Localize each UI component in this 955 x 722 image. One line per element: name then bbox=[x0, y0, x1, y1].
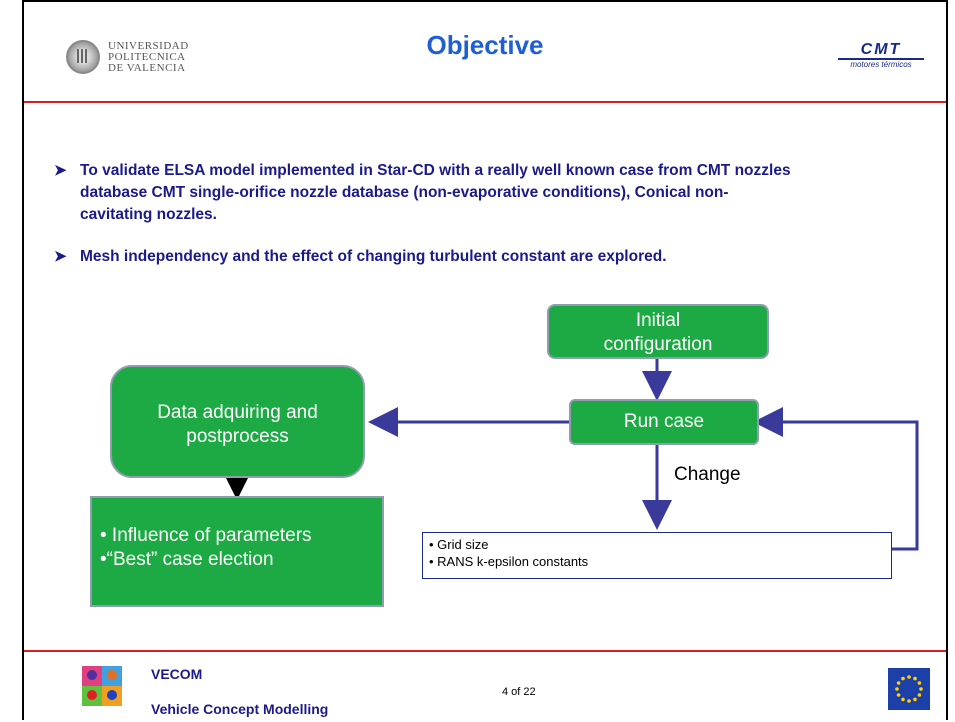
university-seal-icon bbox=[66, 40, 100, 74]
footer-project-full: Vehicle Concept Modelling bbox=[151, 701, 329, 717]
bullet-text-2: Mesh independency and the effect of chan… bbox=[80, 248, 667, 265]
flow-arrows bbox=[222, 359, 919, 551]
change-item-grid: • Grid size bbox=[429, 537, 489, 552]
university-line-2: POLITECNICA bbox=[108, 50, 186, 63]
page-title: Objective bbox=[426, 30, 544, 60]
bullet-mesh: ➤ Mesh independency and the effect of ch… bbox=[54, 246, 794, 268]
results-line-2: •“Best” case election bbox=[100, 549, 274, 570]
slide: UNIVERSIDAD POLITECNICA DE VALENCIA Obje… bbox=[22, 0, 948, 720]
change-label: Change bbox=[674, 464, 741, 485]
results-line-1: • Influence of parameters bbox=[100, 525, 312, 546]
cmt-subtitle: motores térmicos bbox=[850, 60, 912, 69]
university-logo: UNIVERSIDAD POLITECNICA DE VALENCIA bbox=[66, 40, 189, 74]
bullet-text-1: To validate ELSA model implemented in St… bbox=[80, 162, 791, 223]
university-line-1: UNIVERSIDAD bbox=[108, 39, 189, 52]
change-parameters-box: • Grid size • RANS k-epsilon constants bbox=[422, 532, 892, 579]
page-number: 4 of 22 bbox=[502, 686, 536, 698]
data-adquiring-box: Data adquiring and postprocess bbox=[110, 365, 365, 478]
cmt-logo-icon: CMT motores térmicos bbox=[838, 42, 924, 70]
arrow-bullet-icon: ➤ bbox=[54, 162, 67, 179]
results-box: • Influence of parameters •“Best” case e… bbox=[90, 496, 384, 607]
footer-divider bbox=[24, 650, 946, 652]
change-item-rans: • RANS k-epsilon constants bbox=[429, 554, 589, 569]
initial-line-1: Initial bbox=[635, 310, 681, 331]
marie-curie-logo-icon bbox=[82, 666, 132, 716]
bullet-objective: ➤ To validate ELSA model implemented in … bbox=[54, 160, 794, 226]
cmt-logo-text: CMT bbox=[838, 42, 924, 60]
initial-line-2: configuration bbox=[603, 334, 713, 355]
arrow-loop-back bbox=[753, 407, 919, 551]
arrow-bullet-icon: ➤ bbox=[54, 248, 67, 265]
data-line-2: postprocess bbox=[186, 426, 289, 447]
footer-project: VECOM bbox=[151, 666, 203, 682]
run-case-label: Run case bbox=[623, 411, 705, 432]
initial-configuration-box: Initial configuration bbox=[547, 304, 769, 359]
data-line-1: Data adquiring and bbox=[157, 402, 318, 423]
eu-flag-icon bbox=[888, 668, 930, 710]
run-case-box: Run case bbox=[569, 399, 759, 445]
university-line-3: DE VALENCIA bbox=[108, 61, 186, 74]
header-divider bbox=[24, 101, 946, 103]
